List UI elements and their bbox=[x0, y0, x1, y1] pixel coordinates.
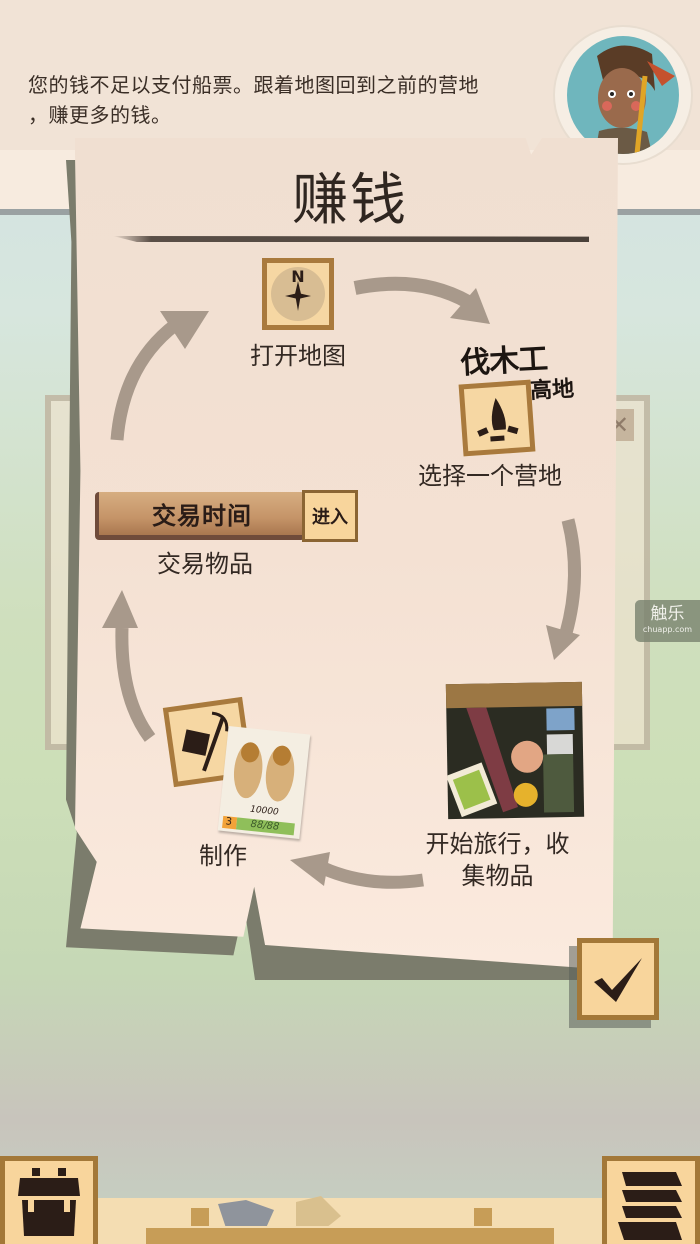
step-travel-label: 开始旅行，收 集物品 bbox=[405, 828, 590, 892]
backpack-icon bbox=[18, 1167, 80, 1236]
arrow-to-travel-icon bbox=[546, 518, 582, 660]
confirm-button[interactable] bbox=[577, 938, 659, 1020]
checkmark-icon bbox=[594, 958, 642, 1002]
step-open-map-label: 打开地图 bbox=[250, 342, 346, 370]
character-portrait-icon bbox=[567, 36, 679, 154]
crafted-item-card: 10000 3 88/88 bbox=[217, 726, 311, 839]
dialog-message: 您的钱不足以支付船票。跟着地图回到之前的营地 ，赚更多的钱。 bbox=[28, 70, 558, 130]
camp-subtitle: 高地 bbox=[529, 376, 575, 405]
item-tray[interactable] bbox=[146, 1196, 554, 1244]
earn-money-panel bbox=[75, 138, 618, 970]
trade-enter-button[interactable]: 进入 bbox=[302, 490, 358, 542]
watermark-brand: 触乐 bbox=[650, 604, 685, 624]
title-divider bbox=[113, 236, 589, 242]
backpack-button[interactable] bbox=[0, 1156, 98, 1244]
backpack-contents-icon bbox=[445, 681, 585, 820]
dialog-message-line2: ，赚更多的钱。 bbox=[28, 103, 172, 127]
stack-icon bbox=[618, 1171, 682, 1240]
watermark: 触乐 chuapp.com bbox=[635, 600, 700, 642]
step-travel-label-line1: 开始旅行，收 bbox=[425, 830, 570, 858]
step-craft-label: 制作 bbox=[199, 842, 247, 870]
select-camp-step-icon bbox=[458, 379, 536, 457]
step-travel-label-line2: 集物品 bbox=[461, 862, 534, 890]
recipes-button[interactable] bbox=[602, 1156, 700, 1244]
arrow-to-craft-icon bbox=[290, 852, 424, 889]
item-level: 3 bbox=[225, 816, 233, 828]
open-map-step-icon: N bbox=[262, 258, 334, 330]
trade-time-sign: 交易时间 bbox=[95, 492, 305, 540]
crafting-icon bbox=[162, 696, 254, 788]
arrow-to-trade-icon bbox=[102, 590, 156, 742]
step-trade-label: 交易物品 bbox=[157, 550, 253, 578]
arrow-to-open-map-icon bbox=[110, 311, 209, 441]
watermark-url: chuapp.com bbox=[642, 625, 693, 634]
step-select-camp-label: 选择一个营地 bbox=[418, 462, 562, 490]
panel-title: 赚钱 bbox=[292, 168, 408, 233]
compass-icon: N bbox=[271, 267, 325, 321]
arrow-to-select-camp-icon bbox=[353, 276, 490, 324]
speaker-avatar bbox=[555, 27, 691, 163]
dialog-message-line1: 您的钱不足以支付船票。跟着地图回到之前的营地 bbox=[28, 73, 479, 97]
campfire-icon bbox=[477, 398, 519, 442]
